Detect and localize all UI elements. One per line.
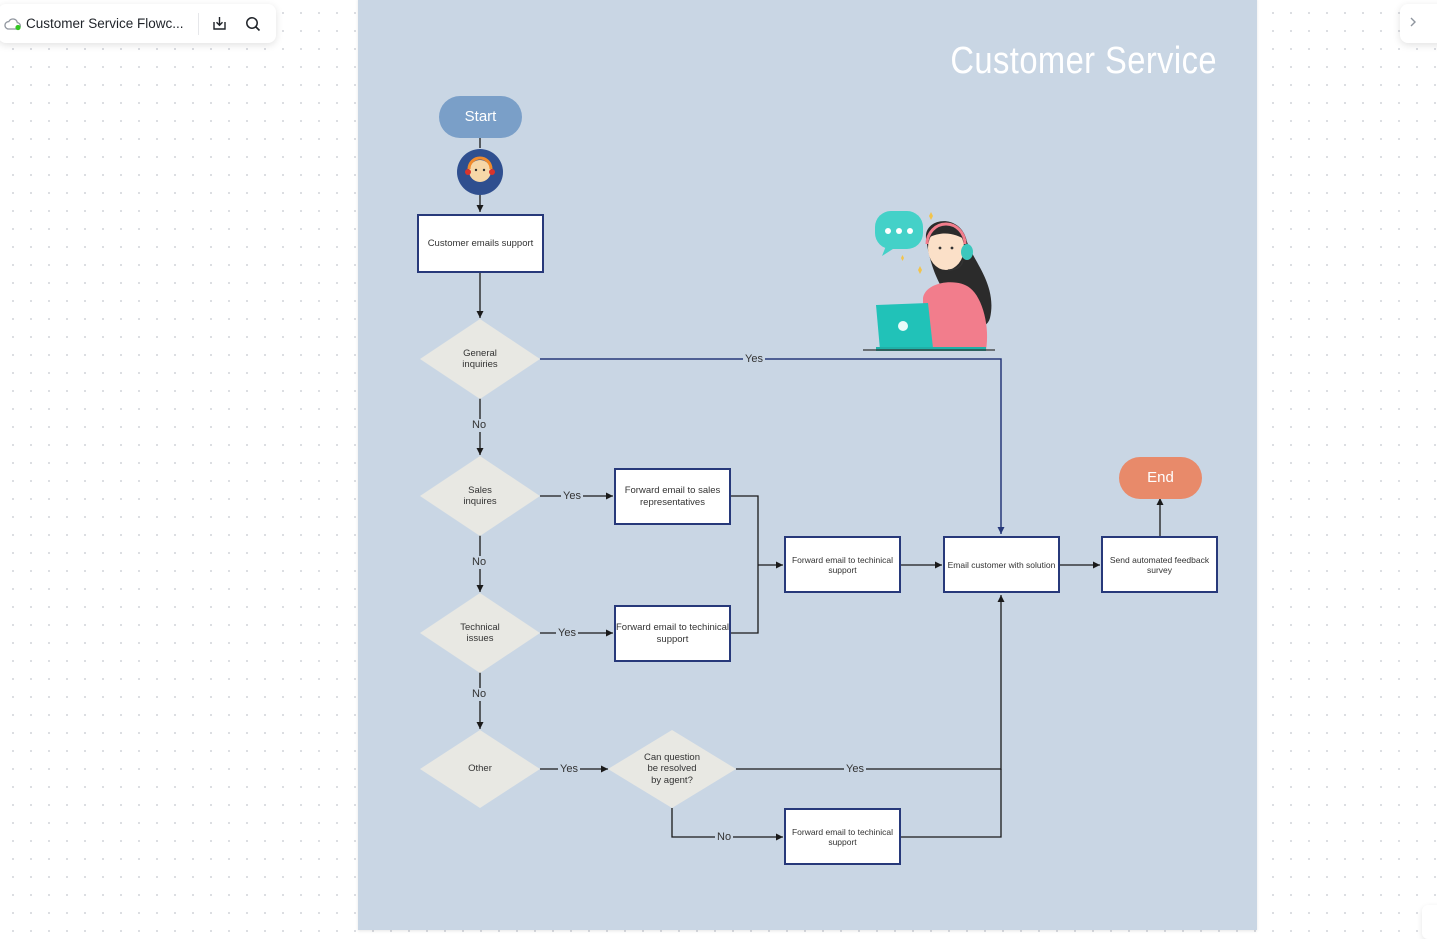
- document-title[interactable]: Customer Service Flowc...: [26, 16, 184, 31]
- cloud-sync-icon[interactable]: [2, 13, 24, 35]
- diamond-can-resolve[interactable]: [608, 730, 736, 808]
- diagram-title: Customer Service: [950, 40, 1217, 82]
- process-forward-sales[interactable]: Forward email to sales representatives: [614, 468, 731, 525]
- support-agent-avatar-icon: [457, 149, 503, 195]
- process-email-customer-solution[interactable]: Email customer with solution: [943, 536, 1060, 593]
- process-customer-emails-support[interactable]: Customer emails support: [417, 214, 544, 273]
- diagram-canvas[interactable]: Customer Service Start End Customer emai…: [358, 0, 1257, 930]
- edge-label-technical-yes: Yes: [556, 627, 578, 640]
- customer-service-agent-illustration: [863, 211, 995, 351]
- process-forward-technical-3[interactable]: Forward email to techinical support: [784, 808, 901, 865]
- diamond-general[interactable]: [420, 319, 540, 399]
- document-toolbar: Customer Service Flowc...: [0, 4, 276, 43]
- edge-label-sales-yes: Yes: [561, 490, 583, 503]
- process-forward-technical-2[interactable]: Forward email to techinical support: [784, 536, 901, 593]
- search-icon[interactable]: [239, 10, 267, 38]
- edge-label-general-yes: Yes: [743, 353, 765, 366]
- end-node[interactable]: End: [1119, 457, 1202, 499]
- connector-layer: [420, 138, 1164, 841]
- edge-label-sales-no: No: [470, 556, 489, 569]
- decision-can-resolve-label: Can question be resolved by agent?: [644, 751, 700, 786]
- decision-other-label: Other: [468, 763, 492, 775]
- right-panel-toggle[interactable]: [1400, 4, 1437, 43]
- decision-general-label: General inquiries: [462, 347, 498, 371]
- edge-label-other-yes: Yes: [558, 763, 580, 776]
- diamond-sales[interactable]: [420, 456, 540, 536]
- process-forward-technical-1[interactable]: Forward email to techinical support: [614, 605, 731, 662]
- toolbar-divider: [198, 12, 199, 35]
- edge-label-general-no: No: [470, 419, 489, 432]
- start-node[interactable]: Start: [439, 96, 522, 138]
- edge-label-resolve-yes: Yes: [844, 763, 866, 776]
- decision-sales-label: Sales inquires: [463, 484, 497, 508]
- export-icon[interactable]: [205, 10, 233, 38]
- diamond-technical[interactable]: [420, 593, 540, 673]
- minimap-corner[interactable]: [1422, 905, 1437, 939]
- diamond-other[interactable]: [420, 730, 540, 808]
- decision-technical-label: Technical issues: [460, 621, 500, 645]
- edge-label-resolve-no: No: [715, 831, 734, 844]
- edge-label-technical-no: No: [470, 688, 489, 701]
- process-send-feedback-survey[interactable]: Send automated feedback survey: [1101, 536, 1218, 593]
- chevron-right-icon[interactable]: [1408, 15, 1418, 33]
